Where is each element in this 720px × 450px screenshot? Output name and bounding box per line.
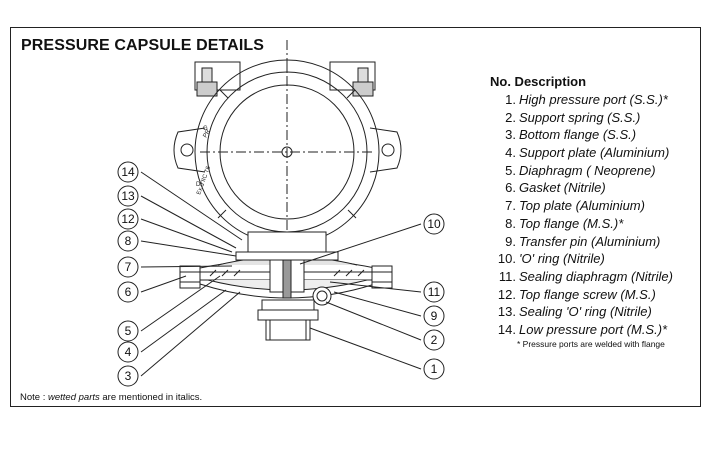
description-list: 1.High pressure port (S.S.)* 2.Support s… — [490, 91, 673, 339]
callout-label-6: 6 — [125, 285, 132, 299]
callout-label-13: 13 — [121, 189, 135, 203]
housing-marking: PR — [203, 128, 213, 139]
diagram-title: PRESSURE CAPSULE DETAILS — [21, 37, 265, 54]
description-item: 8.Top flange (M.S.)* — [505, 215, 624, 231]
housing-marking: Ex d IIC T6 — [196, 165, 212, 196]
callout-label-1: 1 — [431, 362, 438, 376]
description-item: 14.Low pressure port (M.S.)* — [497, 321, 668, 337]
callout-3 — [117, 365, 139, 387]
callout-label-9: 9 — [431, 309, 438, 323]
callout-12 — [117, 208, 139, 230]
callout-2 — [423, 329, 445, 351]
callout-label-5: 5 — [125, 324, 132, 338]
housing-marking: DI — [196, 182, 202, 188]
callout-label-7: 7 — [125, 260, 132, 274]
callout-9 — [423, 305, 445, 327]
description-item: 4.Support plate (Aluminium) — [505, 145, 670, 161]
housing-body — [194, 40, 380, 258]
description-item: 9.Transfer pin (Aluminium) — [505, 233, 661, 249]
callout-10 — [423, 213, 445, 235]
flange-assembly — [179, 251, 393, 306]
callout-label-4: 4 — [125, 345, 132, 359]
callout-7 — [117, 256, 139, 278]
description-item: 13.Sealing 'O' ring (Nitrile) — [497, 304, 652, 320]
description-item: 12.Top flange screw (M.S.) — [497, 286, 656, 302]
wetted-parts-note: Note : wetted parts are mentioned in ita… — [20, 392, 203, 403]
callout-label-14: 14 — [121, 165, 135, 179]
leader-lines — [140, 171, 422, 377]
callout-label-2: 2 — [431, 333, 438, 347]
housing-marking: G — [203, 126, 208, 132]
housing-top-lugs — [194, 61, 376, 97]
diagram-frame — [10, 27, 701, 407]
description-item: 11.Sealing diaphragm (Nitrile) — [498, 268, 673, 284]
callout-6 — [117, 281, 139, 303]
description-item: 7.Top plate (Aluminium) — [505, 198, 645, 214]
callout-1 — [423, 358, 445, 380]
description-item: 5.Diaphragm ( Neoprene) — [505, 162, 656, 178]
callout-label-11: 11 — [428, 285, 441, 299]
callout-label-12: 12 — [121, 212, 135, 226]
callout-label-8: 8 — [125, 234, 132, 248]
housing-side-ears — [173, 127, 402, 173]
description-item: 2.Support spring (S.S.) — [505, 109, 641, 125]
housing-neck — [247, 231, 327, 255]
callout-4 — [117, 341, 139, 363]
description-header: No. Description — [490, 74, 587, 89]
callout-5 — [117, 320, 139, 342]
callout-label-3: 3 — [125, 369, 132, 383]
callout-13 — [117, 185, 139, 207]
high-pressure-port — [257, 299, 319, 341]
description-item: 10.'O' ring (Nitrile) — [497, 251, 605, 267]
callout-14 — [117, 161, 139, 183]
callout-8 — [117, 230, 139, 252]
footnote: * Pressure ports are welded with flange — [517, 339, 665, 349]
description-item: 3.Bottom flange (S.S.) — [505, 127, 637, 143]
description-item: 6.Gasket (Nitrile) — [505, 180, 606, 196]
description-item: 1.High pressure port (S.S.)* — [505, 92, 668, 107]
callout-label-10: 10 — [427, 217, 441, 231]
callout-11 — [423, 281, 445, 303]
